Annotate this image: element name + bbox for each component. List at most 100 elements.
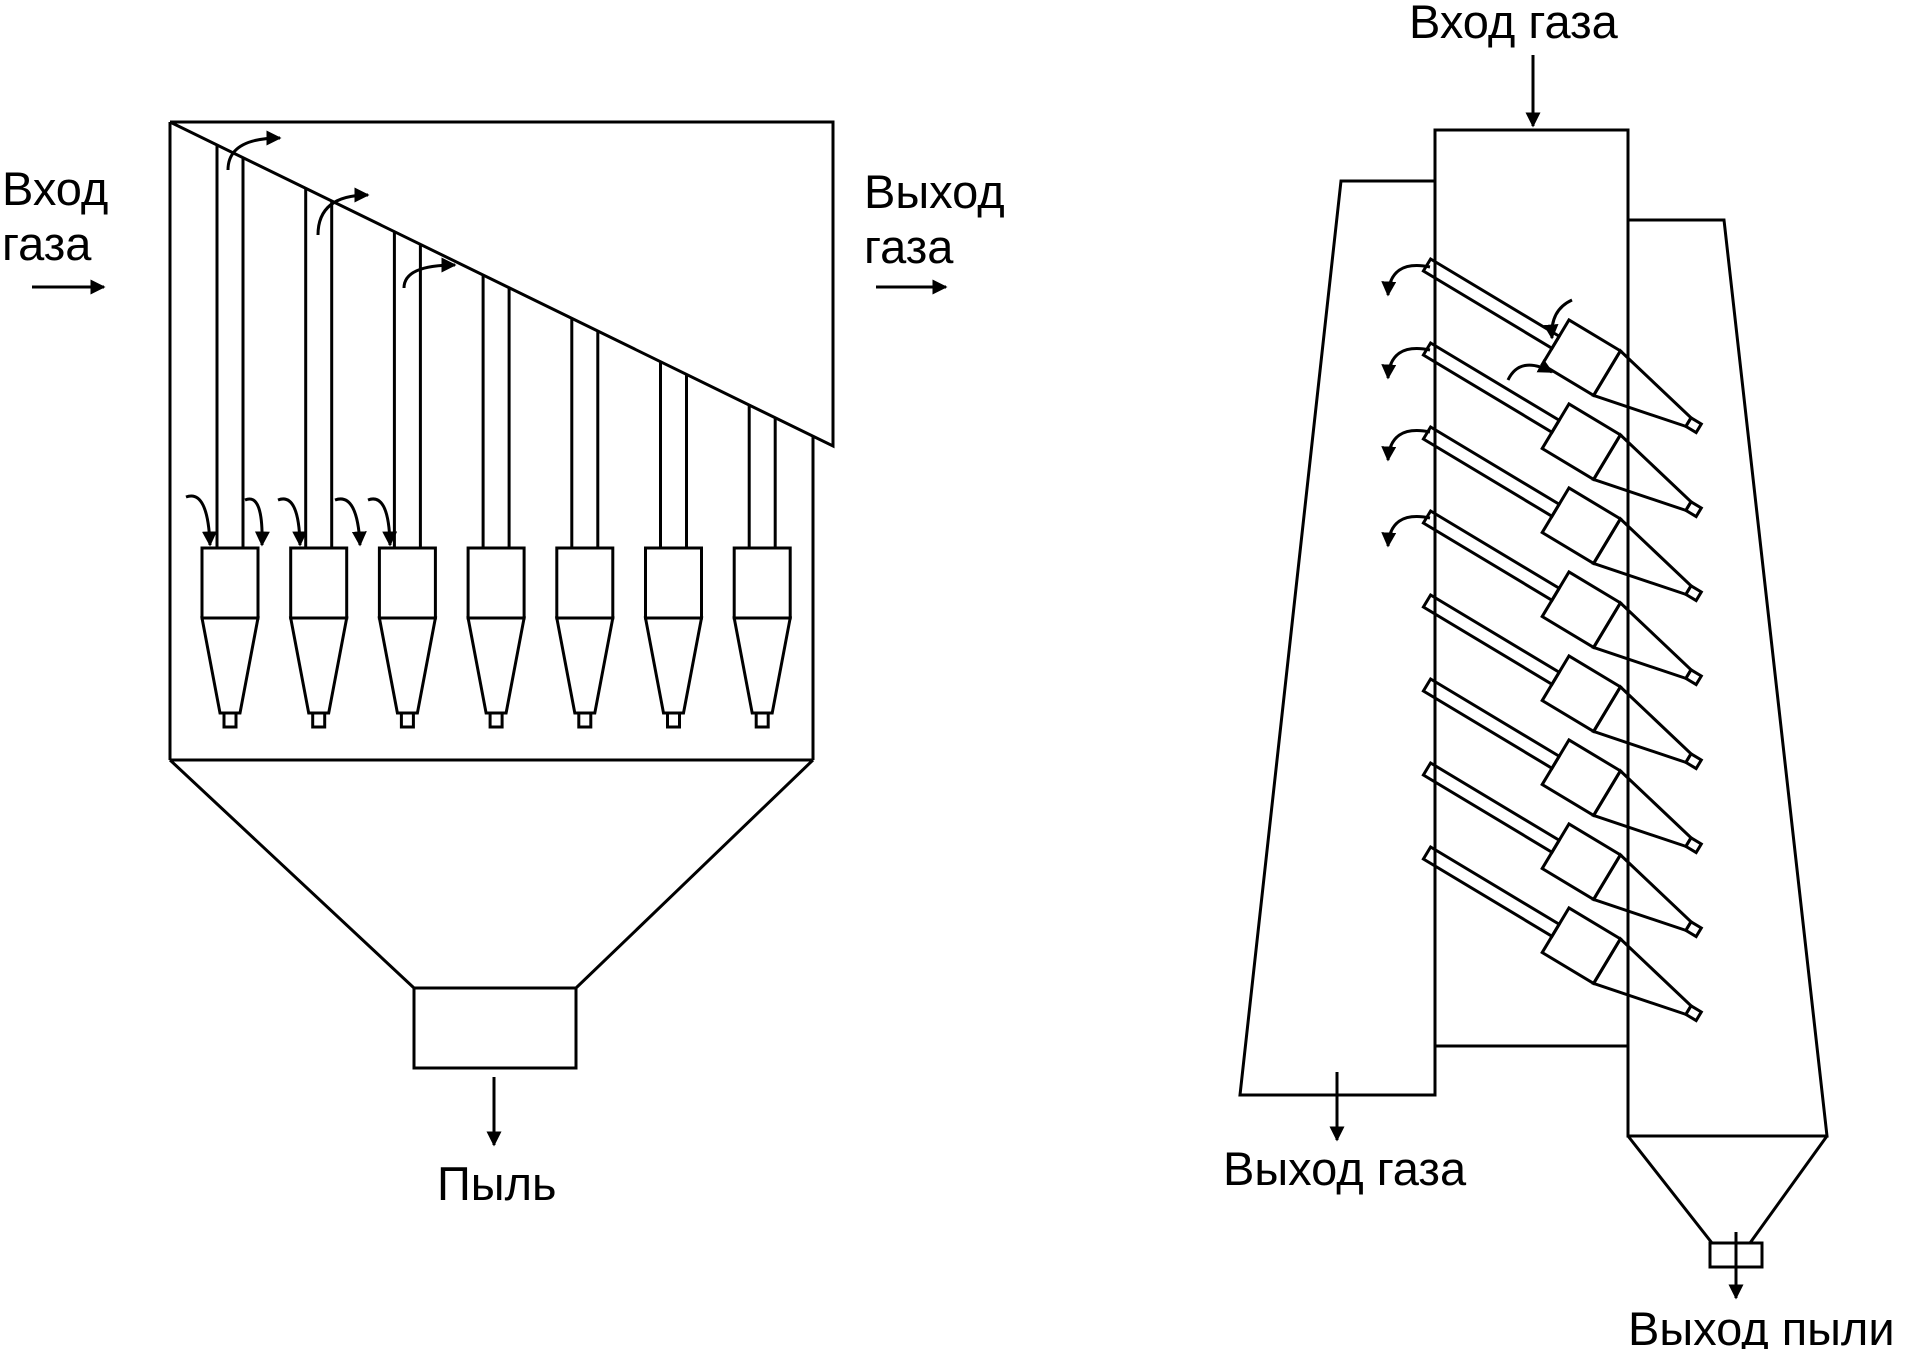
right-cyclone-cone	[1591, 852, 1693, 933]
right-cyclone-body	[1540, 905, 1623, 986]
right-cyclone-body	[1540, 821, 1623, 902]
right-inflow-arrow	[1506, 359, 1554, 381]
left-cyclone-dust-outlet	[311, 711, 327, 729]
right-battery-cyclone	[1238, 128, 1829, 1269]
right-outlet-label: Выход газа	[1223, 1142, 1467, 1195]
right-cyclone-cone	[1591, 348, 1693, 429]
right-outflow-arrow	[1381, 515, 1431, 548]
left-dust-hopper	[168, 758, 815, 990]
left-flow-arrow	[185, 494, 218, 547]
right-cyclone-dust-outlet	[1683, 751, 1704, 771]
right-cyclone	[1421, 508, 1704, 687]
left-inlet-header	[169, 120, 835, 449]
right-cyclone	[1421, 760, 1704, 939]
left-cyclone-row	[185, 130, 793, 729]
right-cyclone-dust-outlet	[1683, 1003, 1704, 1023]
left-cyclone-cone	[200, 616, 260, 715]
left-cyclone-dust-outlet	[488, 711, 504, 729]
right-cyclone-dust-outlet	[1683, 919, 1704, 939]
left-flow-arrow	[334, 497, 367, 547]
right-cyclone	[1421, 592, 1704, 771]
left-cyclone	[466, 275, 526, 729]
left-cyclone	[288, 188, 349, 729]
right-cyclone-cone	[1591, 432, 1693, 513]
right-cyclone-body	[1540, 653, 1623, 734]
right-cyclone-dust-outlet	[1683, 583, 1704, 603]
left-dust-label: Пыль	[437, 1157, 556, 1210]
right-cyclone-pipe	[1421, 424, 1562, 519]
right-cyclone	[1421, 424, 1704, 603]
left-outlet-label-2: газа	[864, 220, 954, 273]
right-outflow-arrow	[1381, 429, 1431, 462]
right-dust-hopper	[1626, 1135, 1829, 1245]
right-cyclone-body	[1540, 317, 1623, 398]
left-battery-cyclone	[168, 120, 835, 1070]
left-cyclone-dust-outlet	[399, 711, 415, 729]
left-cyclone-body	[644, 546, 703, 620]
right-cyclone	[1421, 844, 1704, 1023]
right-cyclone-pipe	[1421, 256, 1562, 351]
right-cyclone	[1421, 676, 1704, 855]
left-inlet-label-1: Вход	[2, 162, 108, 215]
right-cyclone-pipe	[1421, 844, 1562, 939]
right-inlet-shaft	[1433, 128, 1630, 1048]
left-cyclone-cone	[643, 616, 704, 715]
right-cyclone-pipe	[1421, 592, 1562, 687]
right-cyclone	[1421, 340, 1704, 519]
right-cyclone-dust-outlet	[1683, 499, 1704, 519]
left-cyclone-cone	[466, 616, 526, 715]
left-cyclone-cone	[377, 616, 438, 715]
left-cyclone-body	[555, 546, 615, 620]
left-cyclone-dust-outlet	[754, 711, 770, 729]
left-cyclone-cone	[288, 616, 349, 715]
left-header-flow-arrow	[226, 130, 282, 171]
left-header-flow-arrow	[316, 187, 370, 236]
right-cyclone-cone	[1591, 684, 1693, 765]
right-cyclone-cone	[1591, 768, 1693, 849]
right-cyclone-pipe	[1421, 508, 1562, 603]
right-cyclone-pipe	[1421, 676, 1562, 771]
right-cyclone-pipe	[1421, 760, 1562, 855]
right-cyclone-body	[1540, 401, 1623, 482]
right-cyclone-dust-outlet	[1683, 667, 1704, 687]
left-flow-arrow	[277, 497, 308, 547]
left-cyclone	[377, 231, 438, 729]
left-cyclone-body	[377, 546, 437, 620]
left-cyclone-dust-outlet	[222, 711, 238, 729]
left-cyclone-body	[200, 546, 260, 620]
right-cyclone-dust-outlet	[1683, 835, 1704, 855]
left-cyclone-body	[289, 546, 349, 620]
left-flow-arrow	[367, 497, 398, 547]
right-cyclone-cone	[1591, 516, 1693, 597]
left-cyclone-cone	[554, 616, 615, 715]
left-cyclone-dust-outlet	[577, 711, 593, 729]
left-cyclone-body	[732, 546, 792, 620]
left-outlet-label-1: Выход	[864, 165, 1005, 218]
left-cyclone-body	[466, 546, 526, 620]
left-cyclone-dust-outlet	[666, 711, 681, 729]
left-dust-box	[412, 986, 578, 1070]
right-inlet-label: Вход газа	[1409, 0, 1619, 48]
right-cyclone	[1421, 256, 1704, 435]
right-cyclone-cone	[1591, 600, 1693, 681]
right-dust-chamber	[1626, 218, 1829, 1138]
right-cyclone-stack	[1381, 256, 1704, 1023]
left-cyclone-cone	[732, 616, 793, 715]
left-flow-arrow	[244, 497, 270, 547]
left-cyclone	[732, 405, 793, 729]
right-cyclone-cone	[1591, 936, 1693, 1017]
right-dust-outlet-label: Выход пыли	[1628, 1302, 1895, 1349]
right-cyclone-body	[1540, 569, 1623, 650]
right-outflow-arrow	[1381, 264, 1431, 297]
left-cyclone	[554, 318, 615, 729]
left-header-flow-arrow	[402, 257, 457, 289]
left-inlet-label-2: газа	[2, 217, 92, 270]
right-cyclone-body	[1540, 737, 1623, 818]
right-outflow-arrow	[1381, 347, 1431, 380]
right-cyclone-body	[1540, 485, 1623, 566]
right-gas-chamber	[1238, 179, 1437, 1097]
left-cyclone	[200, 144, 260, 729]
right-inflow-arrow	[1543, 298, 1573, 340]
right-cyclone-pipe	[1421, 340, 1562, 435]
